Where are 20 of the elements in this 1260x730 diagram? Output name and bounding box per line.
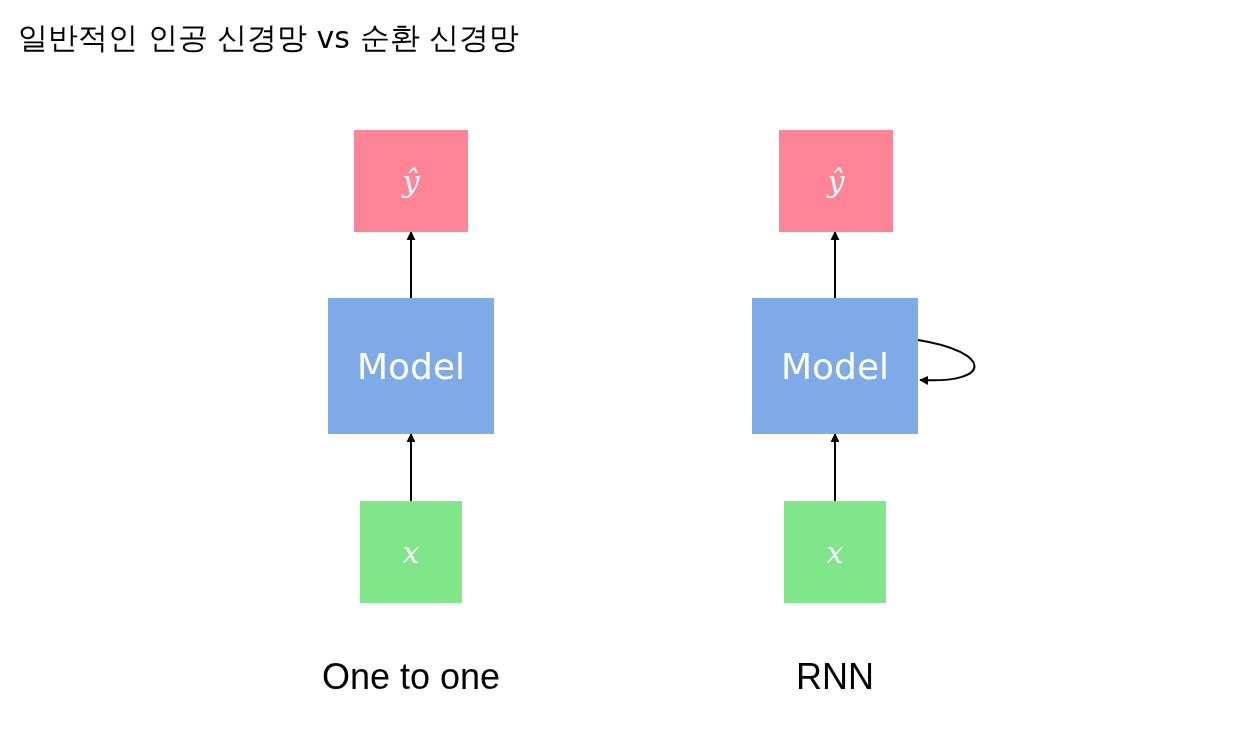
arrow — [830, 433, 840, 502]
arrow — [830, 231, 840, 299]
caption: One to one — [321, 656, 501, 698]
model-box — [328, 298, 494, 434]
math-symbol: x — [402, 534, 420, 570]
input-box — [784, 501, 886, 603]
arrow — [406, 433, 416, 502]
loop-arrow — [917, 339, 976, 385]
box-label: Model — [356, 345, 466, 387]
title: 일반적인 인공 신경망 vs 순환 신경망 — [18, 19, 520, 57]
math-symbol: ŷ — [827, 163, 845, 199]
output-box — [779, 130, 893, 232]
model-box — [752, 298, 918, 434]
box-label: Model — [780, 345, 890, 387]
math-symbol: ŷ — [402, 163, 420, 199]
input-box — [360, 501, 462, 603]
caption: RNN — [796, 656, 874, 698]
output-box — [354, 130, 468, 232]
arrow — [406, 231, 416, 299]
math-symbol: x — [826, 534, 844, 570]
